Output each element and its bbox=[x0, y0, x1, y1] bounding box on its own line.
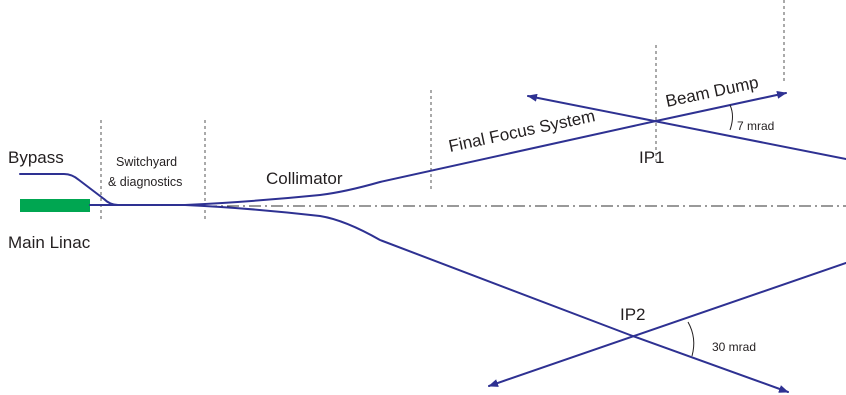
upper-branch-beamline bbox=[184, 120, 657, 206]
angle-ip1-label: 7 mrad bbox=[737, 119, 774, 133]
final-focus-label: Final Focus System bbox=[447, 106, 597, 156]
ip1-crossing-beam-arrow bbox=[527, 93, 846, 160]
angle-ip2-label: 30 mrad bbox=[712, 340, 756, 354]
ip1-outgoing-beam-arrow bbox=[655, 90, 787, 122]
angle-arc-ip1 bbox=[729, 104, 733, 131]
ip2-label: IP2 bbox=[620, 305, 646, 324]
main-linac-label: Main Linac bbox=[8, 233, 91, 252]
switchyard-label: Switchyard bbox=[116, 155, 177, 169]
beam-dump-label: Beam Dump bbox=[664, 73, 760, 111]
collimator-label: Collimator bbox=[266, 169, 343, 188]
ip1-label: IP1 bbox=[639, 148, 665, 167]
bypass-label: Bypass bbox=[8, 148, 64, 167]
main-linac-bar bbox=[20, 199, 90, 212]
ip2-crossing-beam-arrow bbox=[488, 262, 846, 387]
diagnostics-label: & diagnostics bbox=[108, 175, 182, 189]
angle-arc-ip2 bbox=[687, 321, 695, 357]
lower-branch-beamline bbox=[184, 204, 789, 393]
